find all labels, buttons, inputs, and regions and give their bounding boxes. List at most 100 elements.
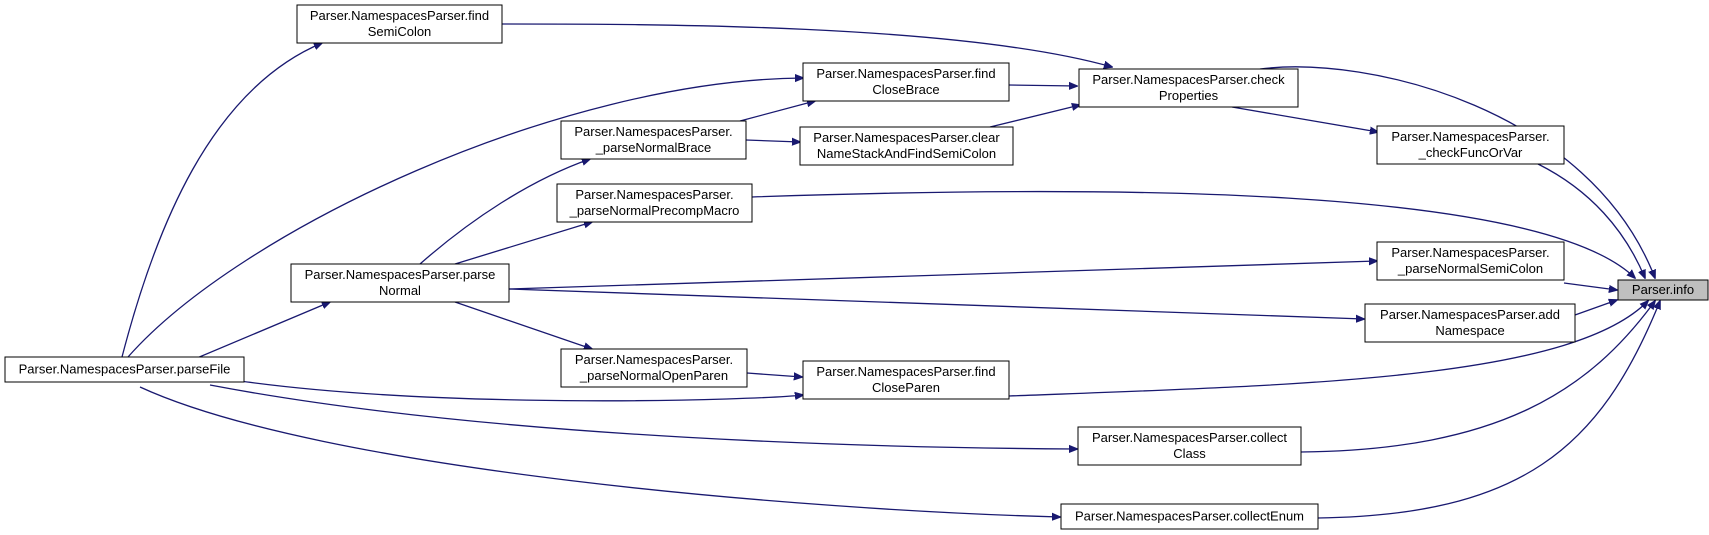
node-label: Normal (379, 283, 421, 298)
edge-collectEnum-to-info (1317, 301, 1660, 519)
edge-arrow (989, 105, 1080, 128)
node-parseNormalOpenParen[interactable]: Parser.NamespacesParser._parseNormalOpen… (560, 348, 748, 388)
node-label: Parser.NamespacesParser.clear (813, 130, 1000, 145)
edge-parseNormal-to-parseNormalOpenParen (454, 301, 592, 349)
edge-parseFile-to-collectClass (209, 384, 1077, 449)
edge-arrow (1008, 301, 1648, 397)
node-label: Parser.NamespacesParser.find (310, 8, 489, 23)
edge-parseFile-to-findSemiColon (121, 43, 322, 358)
edge-arrow (746, 373, 802, 377)
node-label: Parser.NamespacesParser.check (1092, 72, 1285, 87)
node-label: _parseNormalPrecompMacro (569, 203, 740, 218)
node-label: Namespace (1435, 323, 1504, 338)
node-clearNameStack[interactable]: Parser.NamespacesParser.clearNameStackAn… (799, 126, 1014, 166)
edge-parseNormalPrecompMacro-to-info (751, 190, 1635, 278)
node-label: Parser.NamespacesParser. (1391, 129, 1549, 144)
node-box (4, 356, 245, 383)
edge-parseNormal-to-parseNormalBrace (419, 159, 590, 265)
edge-arrow (739, 101, 815, 122)
edge-parseNormal-to-addNamespace (508, 288, 1364, 319)
edge-parseNormal-to-parseNormalPrecompMacro (454, 222, 592, 265)
node-collectEnum[interactable]: Parser.NamespacesParser.collectEnum (1060, 503, 1319, 530)
node-label: Class (1173, 446, 1206, 461)
node-label: Parser.NamespacesParser.collect (1092, 430, 1287, 445)
edge-parseNormalOpenParen-to-findCloseParen (746, 373, 802, 377)
node-label: _parseNormalSemiColon (1397, 261, 1543, 276)
node-box (799, 126, 1014, 166)
node-box (1078, 68, 1299, 108)
node-label: CloseParen (872, 380, 940, 395)
node-box (556, 183, 753, 223)
edge-parseFile-to-collectEnum (139, 386, 1060, 517)
edge-arrow (1563, 282, 1617, 290)
edge-arrow (454, 301, 592, 349)
node-label: Parser.NamespacesParser.collectEnum (1075, 509, 1304, 524)
node-checkFuncOrVar[interactable]: Parser.NamespacesParser._checkFuncOrVar (1376, 125, 1565, 165)
edge-clearNameStack-to-checkProperties (989, 105, 1080, 128)
node-box (802, 360, 1010, 400)
node-label: CloseBrace (872, 82, 939, 97)
edge-arrow (1300, 301, 1655, 453)
edge-arrow (1259, 66, 1655, 278)
node-label: Parser.NamespacesParser.parse (305, 267, 496, 282)
edge-arrow (1231, 106, 1378, 132)
node-label: _checkFuncOrVar (1418, 145, 1523, 160)
node-label: _parseNormalBrace (595, 140, 712, 155)
edge-arrow (419, 159, 590, 265)
node-label: Properties (1159, 88, 1219, 103)
node-parseNormalPrecompMacro[interactable]: Parser.NamespacesParser._parseNormalPrec… (556, 183, 753, 223)
edge-findSemiColon-to-checkProperties (501, 23, 1112, 67)
edge-arrow (501, 23, 1112, 67)
node-label: SemiColon (368, 24, 432, 39)
edge-arrow (508, 261, 1377, 290)
node-label: Parser.NamespacesParser. (575, 352, 733, 367)
node-parseNormalBrace[interactable]: Parser.NamespacesParser._parseNormalBrac… (560, 120, 747, 160)
nodes-layer: Parser.infoParser.NamespacesParser.findS… (4, 4, 1709, 530)
edge-arrow (508, 288, 1364, 319)
edge-parseNormalBrace-to-clearNameStack (745, 140, 800, 142)
node-box (560, 120, 747, 160)
node-label: Parser.NamespacesParser.add (1380, 307, 1560, 322)
edge-arrow (127, 78, 803, 358)
node-label: Parser.info (1632, 282, 1694, 297)
edge-checkFuncOrVar-to-info (1537, 163, 1645, 278)
edge-parseNormalBrace-to-findCloseBrace (739, 101, 815, 122)
node-label: _parseNormalOpenParen (579, 368, 728, 383)
edge-arrow (209, 384, 1077, 449)
edge-arrow (139, 386, 1060, 517)
edges-layer (121, 23, 1660, 519)
edge-arrow (454, 222, 592, 265)
edge-checkProperties-to-checkFuncOrVar (1231, 106, 1378, 132)
node-box (1376, 241, 1565, 281)
edge-parseFile-to-findCloseBrace (127, 78, 803, 358)
edge-arrow (1008, 85, 1077, 86)
node-parseNormal[interactable]: Parser.NamespacesParser.parseNormal (290, 263, 510, 303)
node-box (1617, 279, 1709, 301)
edge-parseFile-to-findCloseParen (239, 380, 803, 402)
edge-addNamespace-to-info (1574, 300, 1617, 316)
node-label: Parser.NamespacesParser.find (816, 364, 995, 379)
node-box (802, 62, 1010, 102)
node-label: Parser.NamespacesParser. (1391, 245, 1549, 260)
node-label: NameStackAndFindSemiColon (817, 146, 996, 161)
node-parseNormalSemiColon[interactable]: Parser.NamespacesParser._parseNormalSemi… (1376, 241, 1565, 281)
edge-arrow (1537, 163, 1645, 278)
edge-arrow (1574, 300, 1617, 316)
edge-arrow (1317, 301, 1660, 519)
node-parseFile[interactable]: Parser.NamespacesParser.parseFile (4, 356, 245, 383)
node-box (560, 348, 748, 388)
node-box (290, 263, 510, 303)
edge-collectClass-to-info (1300, 301, 1655, 453)
node-label: Parser.NamespacesParser. (574, 124, 732, 139)
edge-parseNormal-to-parseNormalSemiColon (508, 261, 1377, 290)
edge-findCloseBrace-to-checkProperties (1008, 85, 1077, 86)
edge-parseNormalSemiColon-to-info (1563, 282, 1617, 290)
node-info[interactable]: Parser.info (1617, 279, 1709, 301)
